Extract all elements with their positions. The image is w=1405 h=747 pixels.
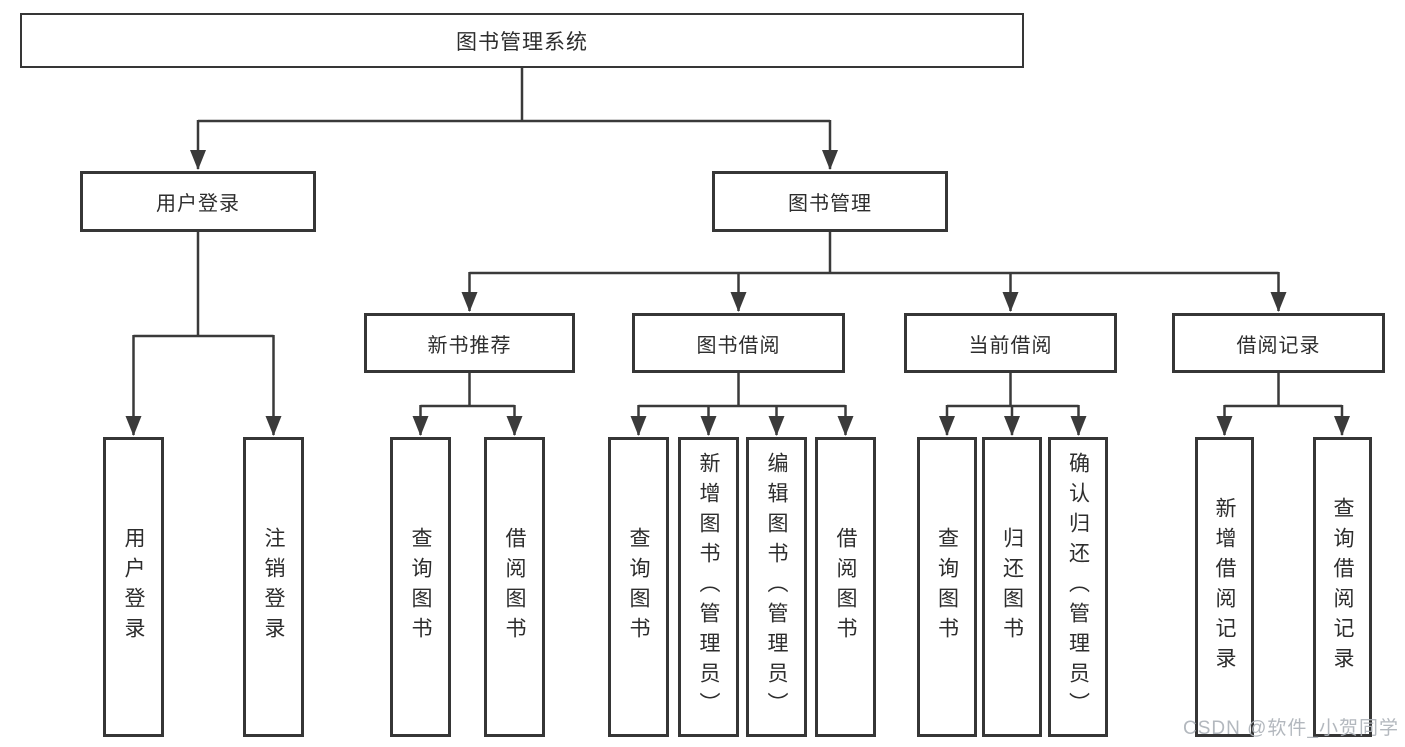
leaf-label: 新增图书（管理员） [697, 452, 720, 722]
leaf-borrow-books-1: 借阅图书 [484, 437, 545, 737]
node-user-login: 用户登录 [80, 171, 316, 232]
leaf-label: 查询图书 [409, 527, 432, 647]
leaf-label: 借阅图书 [503, 527, 526, 647]
node-current-borrowing: 当前借阅 [904, 313, 1117, 373]
leaf-query-books-3: 查询图书 [917, 437, 977, 737]
connector-current-bus [947, 373, 1079, 408]
leaf-label: 归还图书 [1000, 527, 1024, 647]
leaf-query-books-1: 查询图书 [390, 437, 451, 737]
leaf-label: 用户登录 [122, 527, 145, 647]
connector-root-bus [198, 68, 830, 123]
leaf-label: 借阅图书 [834, 527, 857, 647]
leaf-label: 查询图书 [935, 527, 959, 647]
leaf-label: 编辑图书（管理员） [765, 452, 788, 722]
connector-newbook-bus [420, 373, 515, 408]
leaf-label: 注销登录 [262, 527, 285, 647]
node-new-book-recommend: 新书推荐 [364, 313, 575, 373]
connector-userlogin-bus [133, 232, 274, 338]
leaf-label: 确认归还（管理员） [1066, 452, 1090, 722]
leaf-user-login: 用户登录 [103, 437, 164, 737]
leaf-label: 查询图书 [627, 527, 650, 647]
leaf-add-books-admin: 新增图书（管理员） [678, 437, 739, 737]
leaf-query-books-2: 查询图书 [608, 437, 669, 737]
node-book-management: 图书管理 [712, 171, 948, 232]
connector-borrowing-bus [638, 373, 846, 408]
leaf-add-borrow-record: 新增借阅记录 [1195, 437, 1254, 737]
leaf-edit-books-admin: 编辑图书（管理员） [746, 437, 807, 737]
leaf-query-borrow-record: 查询借阅记录 [1313, 437, 1372, 737]
leaf-return-books: 归还图书 [982, 437, 1042, 737]
connector-records-bus [1224, 373, 1342, 408]
leaf-confirm-return-admin: 确认归还（管理员） [1048, 437, 1108, 737]
node-borrowing-records: 借阅记录 [1172, 313, 1385, 373]
node-root: 图书管理系统 [20, 13, 1024, 68]
leaf-logout: 注销登录 [243, 437, 304, 737]
leaf-label: 新增借阅记录 [1213, 497, 1236, 677]
node-book-borrowing: 图书借阅 [632, 313, 845, 373]
leaf-borrow-books-2: 借阅图书 [815, 437, 876, 737]
leaf-label: 查询借阅记录 [1331, 497, 1354, 677]
connector-bookmgmt-bus [469, 232, 1279, 275]
csdn-watermark: CSDN @软件_小贺同学 [1183, 718, 1399, 739]
